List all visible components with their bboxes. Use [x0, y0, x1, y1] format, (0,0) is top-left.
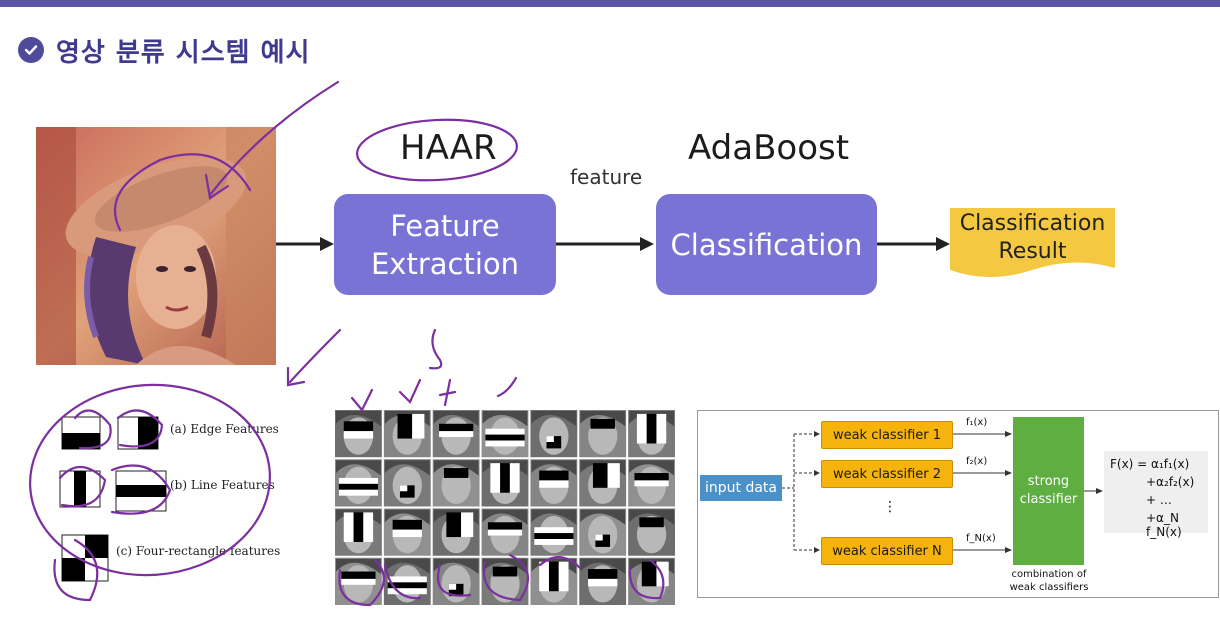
- face-thumbnail: [432, 557, 480, 605]
- face-thumbnail: [335, 410, 382, 458]
- weak-classifier-1: weak classifier 1: [821, 421, 953, 449]
- four-rectangle-label: (c) Four-rectangle features: [116, 544, 281, 558]
- face-thumbnail: [628, 508, 675, 556]
- f1-label: f₁(x): [966, 417, 988, 428]
- formula-line-4: +α_N f_N(x): [1146, 511, 1182, 539]
- face-thumbnail: [383, 410, 431, 458]
- face-thumbnail: [432, 410, 480, 458]
- input-data-box: input data: [700, 475, 782, 501]
- face-thumbnail: [432, 508, 480, 556]
- classification-result-label: Classification Result: [959, 211, 1106, 264]
- line-features-label: (b) Line Features: [170, 478, 275, 492]
- check-circle-icon: [18, 37, 44, 63]
- face-thumbnail: [383, 508, 431, 556]
- combination-label: combination of weak classifiers: [1009, 569, 1089, 593]
- formula-box: F(x) = α₁f₁(x) +α₂f₂(x) + … +α_N f_N(x): [1104, 451, 1208, 539]
- face-thumbnail: [628, 410, 675, 458]
- face-thumbnail: [530, 410, 578, 458]
- face-thumbnail: [383, 557, 431, 605]
- face-thumbnail: [530, 508, 578, 556]
- fn-label: f_N(x): [966, 533, 996, 544]
- face-thumbnail: [481, 410, 529, 458]
- haar-label: HAAR: [400, 128, 497, 168]
- classification-box: Classification: [656, 194, 877, 295]
- weak-classifier-2: weak classifier 2: [821, 460, 953, 488]
- face-thumbnail: [579, 557, 627, 605]
- face-thumbnail: [628, 557, 675, 605]
- feature-extraction-box: Feature Extraction: [334, 194, 556, 295]
- formula-line-2: +α₂f₂(x): [1146, 475, 1195, 489]
- top-accent-bar: [0, 0, 1220, 7]
- face-thumbnail: [432, 459, 480, 507]
- formula-line-3: + …: [1146, 493, 1172, 507]
- slide-title: 영상 분류 시스템 예시: [56, 37, 311, 68]
- face-thumbnail: [579, 459, 627, 507]
- formula-line-1: F(x) = α₁f₁(x): [1110, 457, 1190, 471]
- strong-classifier-label: strong classifier: [1019, 474, 1078, 507]
- face-thumbnail: [579, 410, 627, 458]
- haar-feature-types: (a) Edge Features (b) Line Features (c) …: [50, 405, 290, 605]
- slide-heading: 영상 분류 시스템 예시: [18, 30, 310, 70]
- face-thumbnail: [628, 459, 675, 507]
- face-thumbnail: [481, 459, 529, 507]
- ellipsis-dots: ⋮: [883, 499, 897, 515]
- face-thumbnail: [335, 557, 382, 605]
- face-thumbnail: [579, 508, 627, 556]
- weak-classifier-n: weak classifier N: [821, 537, 953, 565]
- strong-classifier-box: strong classifier: [1013, 417, 1084, 565]
- face-thumbnail: [481, 508, 529, 556]
- face-thumbnail: [335, 459, 382, 507]
- input-portrait-image: [36, 127, 276, 365]
- face-thumbnail: [530, 557, 578, 605]
- face-thumbnail: [530, 459, 578, 507]
- face-feature-grid: [334, 409, 676, 606]
- edge-features-label: (a) Edge Features: [170, 422, 279, 436]
- feature-extraction-label: Feature Extraction: [370, 208, 520, 281]
- face-thumbnail: [383, 459, 431, 507]
- f2-label: f₂(x): [966, 456, 988, 467]
- adaboost-label: AdaBoost: [688, 128, 850, 168]
- boosting-diagram: input data weak classifier 1 weak classi…: [697, 410, 1219, 598]
- feature-label: feature: [570, 165, 643, 189]
- classification-label: Classification: [670, 227, 863, 262]
- face-thumbnail: [481, 557, 529, 605]
- face-thumbnail: [335, 508, 382, 556]
- result-document-shape: [950, 208, 1115, 277]
